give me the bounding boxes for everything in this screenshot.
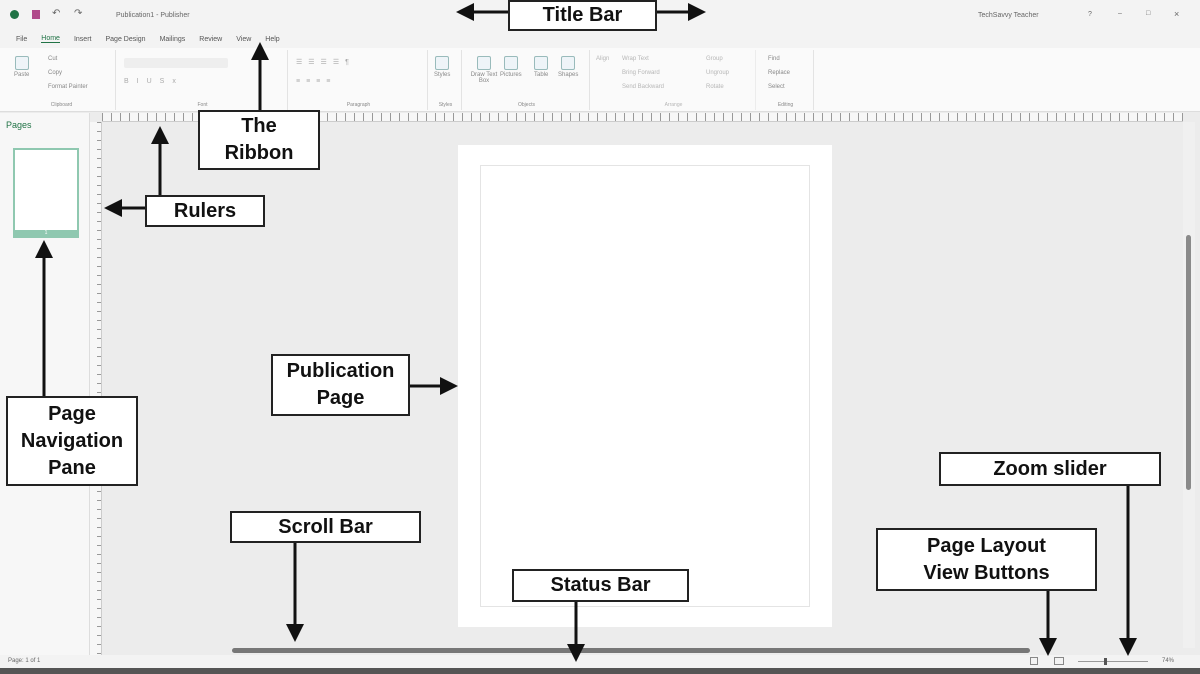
group-button[interactable]: Group — [706, 56, 723, 62]
cut-button[interactable]: Cut — [48, 56, 58, 62]
page-thumbnail-number: 1 — [15, 230, 77, 236]
undo-icon[interactable]: ↶ — [52, 8, 61, 19]
save-icon[interactable] — [32, 10, 40, 19]
paragraph-group: ☰☰☰☰¶ ≡≡≡≡ Paragraph — [290, 50, 428, 110]
format-painter-button[interactable]: Format Painter — [48, 84, 88, 90]
styles-group: Styles Styles — [430, 50, 462, 110]
tab-help[interactable]: Help — [265, 35, 280, 43]
font-group: BIUSx Font — [118, 50, 288, 110]
horizontal-scrollbar[interactable] — [232, 648, 1030, 653]
page-thumbnail[interactable]: 1 — [13, 148, 79, 238]
tab-mailings[interactable]: Mailings — [159, 35, 186, 43]
callout-page-layout-view-buttons: Page Layout View Buttons — [876, 528, 1097, 591]
align-button[interactable]: Align — [596, 56, 610, 62]
objects-group: Draw Text Box Pictures Table Shapes Obje… — [464, 50, 590, 110]
margin-guide — [480, 165, 810, 607]
tab-home[interactable]: Home — [41, 35, 60, 43]
wrap-text-button[interactable]: Wrap Text — [622, 56, 649, 62]
align-buttons[interactable]: ≡≡≡≡ — [296, 78, 337, 85]
redo-icon[interactable]: ↷ — [74, 8, 83, 19]
callout-title-bar: Title Bar — [508, 0, 657, 31]
shapes-button[interactable]: Shapes — [558, 56, 578, 78]
callout-rulers: Rulers — [145, 195, 265, 227]
tab-page-design[interactable]: Page Design — [105, 35, 146, 43]
ungroup-button[interactable]: Ungroup — [706, 70, 730, 76]
editing-group: Find Replace Select Editing — [758, 50, 814, 110]
vertical-ruler[interactable] — [90, 122, 102, 655]
paste-button[interactable]: Paste — [14, 56, 29, 78]
publication-page[interactable] — [458, 145, 832, 627]
tab-view[interactable]: View — [236, 35, 252, 43]
shapes-icon — [561, 56, 576, 70]
list-buttons[interactable]: ☰☰☰☰¶ — [296, 59, 355, 66]
callout-page-navigation-pane: Page Navigation Pane — [6, 396, 138, 486]
table-icon — [534, 56, 549, 70]
maximize-button[interactable]: □ — [1146, 10, 1151, 17]
help-button[interactable]: ? — [1088, 11, 1092, 18]
zoom-slider[interactable] — [1078, 661, 1148, 662]
document-title: Publication1 - Publisher — [116, 12, 190, 19]
font-label: Font — [197, 102, 208, 108]
rotate-button[interactable]: Rotate — [706, 84, 724, 90]
pages-pane-title: Pages — [6, 120, 32, 130]
vertical-scroll-thumb[interactable] — [1186, 235, 1191, 490]
two-page-view-button[interactable] — [1054, 657, 1064, 665]
find-button[interactable]: Find — [768, 56, 780, 62]
callout-zoom-slider: Zoom slider — [939, 452, 1161, 486]
objects-label: Objects — [518, 102, 535, 108]
publisher-logo-icon — [10, 10, 19, 19]
replace-button[interactable]: Replace — [768, 70, 791, 76]
editing-label: Editing — [777, 102, 794, 108]
page-count: Page: 1 of 1 — [8, 658, 41, 664]
ribbon-tabs: File Home Insert Page Design Mailings Re… — [0, 30, 1200, 48]
paste-icon — [14, 56, 29, 70]
single-page-view-button[interactable] — [1030, 657, 1038, 665]
callout-ribbon: The Ribbon — [198, 110, 320, 170]
zoom-level[interactable]: 74% — [1162, 658, 1175, 664]
tab-insert[interactable]: Insert — [73, 35, 92, 43]
font-name-select[interactable] — [124, 58, 228, 68]
copy-button[interactable]: Copy — [48, 70, 63, 76]
clipboard-label: Clipboard — [50, 102, 73, 108]
status-bar: Page: 1 of 1 74% — [0, 655, 1200, 668]
styles-label: Styles — [438, 102, 453, 108]
bring-forward-button[interactable]: Bring Forward — [622, 70, 660, 76]
ribbon: Paste Cut Copy Format Painter Clipboard … — [0, 48, 1200, 112]
arrange-label: Arrange — [664, 102, 683, 108]
pictures-button[interactable]: Pictures — [500, 56, 522, 78]
styles-button[interactable]: Styles — [434, 56, 450, 78]
window-bottom-edge — [0, 668, 1200, 674]
callout-status-bar: Status Bar — [512, 569, 689, 602]
clipboard-group: Paste Cut Copy Format Painter Clipboard — [8, 50, 116, 110]
send-backward-button[interactable]: Send Backward — [622, 84, 665, 90]
zoom-slider-thumb[interactable] — [1104, 658, 1107, 665]
callout-scroll-bar: Scroll Bar — [230, 511, 421, 543]
minimize-button[interactable]: – — [1118, 10, 1122, 17]
paragraph-label: Paragraph — [346, 102, 371, 108]
tab-file[interactable]: File — [16, 35, 28, 43]
font-format-buttons[interactable]: BIUSx — [124, 78, 184, 85]
picture-icon — [503, 56, 518, 70]
table-button[interactable]: Table — [534, 56, 548, 78]
horizontal-ruler[interactable] — [102, 113, 1183, 122]
callout-publication-page: Publication Page — [271, 354, 410, 416]
draw-text-box-button[interactable]: Draw Text Box — [470, 56, 498, 84]
user-name[interactable]: TechSavvy Teacher — [978, 12, 1039, 19]
close-button[interactable]: × — [1174, 9, 1180, 19]
select-button[interactable]: Select — [768, 84, 785, 90]
text-box-icon — [477, 56, 491, 70]
arrange-group: Wrap Text Bring Forward Send Backward Gr… — [592, 50, 756, 110]
styles-icon — [435, 56, 450, 70]
tab-review[interactable]: Review — [199, 35, 223, 43]
